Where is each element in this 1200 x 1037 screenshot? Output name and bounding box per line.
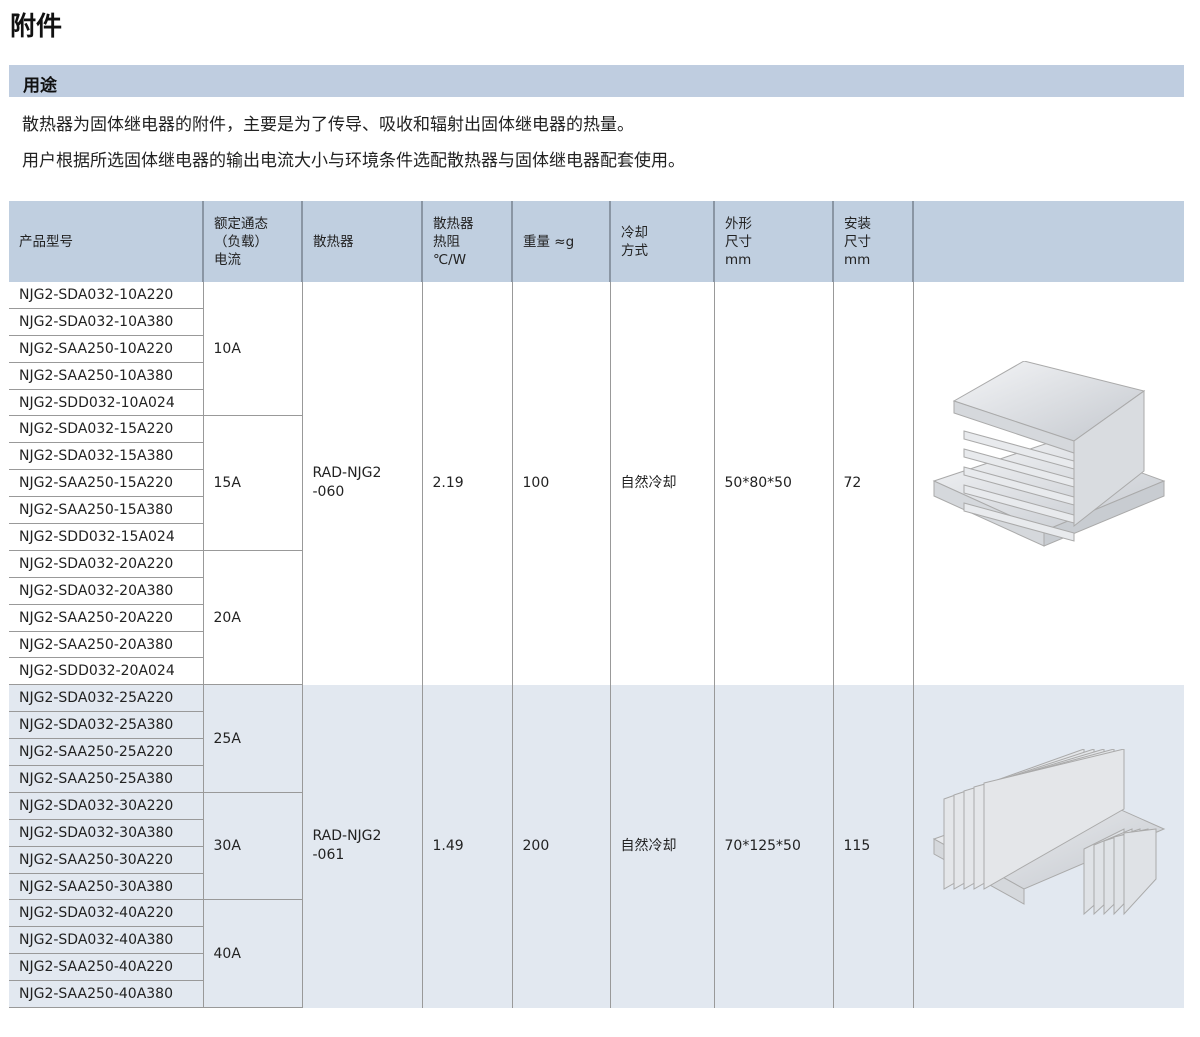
current-cell: 40A bbox=[202, 899, 302, 1009]
table-row: NJG2-SDD032-10A024 bbox=[9, 389, 1184, 417]
table-row: NJG2-SAA250-30A220 bbox=[9, 846, 1184, 874]
model-cell: NJG2-SAA250-30A380 bbox=[9, 873, 203, 901]
table-row: NJG2-SDA032-40A380 bbox=[9, 926, 1184, 955]
table-row: NJG2-SDA032-10A380 bbox=[9, 308, 1184, 336]
table-row: NJG2-SAA250-15A380 bbox=[9, 496, 1184, 525]
table-row: NJG2-SDA032-30A380 bbox=[9, 819, 1184, 847]
table-row: NJG2-SAA250-10A380 bbox=[9, 362, 1184, 390]
column-header: 散热器 热阻 ℃/W bbox=[421, 201, 512, 282]
column-header: 冷却 方式 bbox=[609, 201, 714, 282]
heatsink-large-image bbox=[932, 748, 1165, 916]
model-cell: NJG2-SDA032-10A220 bbox=[9, 282, 203, 309]
table-row: NJG2-SDA032-25A380 bbox=[9, 711, 1184, 740]
resistance-cell: 2.19 bbox=[421, 282, 512, 685]
model-cell: NJG2-SDA032-10A380 bbox=[9, 308, 203, 336]
column-header: 散热器 bbox=[301, 201, 422, 282]
model-cell: NJG2-SAA250-10A220 bbox=[9, 335, 203, 363]
model-cell: NJG2-SAA250-20A380 bbox=[9, 631, 203, 659]
model-cell: NJG2-SDA032-30A380 bbox=[9, 819, 203, 847]
model-cell: NJG2-SAA250-20A220 bbox=[9, 604, 203, 632]
product-image-cell bbox=[912, 684, 1184, 1008]
column-header: 外形 尺寸 mm bbox=[713, 201, 833, 282]
model-cell: NJG2-SDA032-40A380 bbox=[9, 926, 203, 955]
column-header: 安装 尺寸 mm bbox=[832, 201, 913, 282]
model-cell: NJG2-SDA032-25A220 bbox=[9, 684, 203, 713]
section-title: 用途 bbox=[23, 76, 57, 96]
size-cell: 50*80*50 bbox=[713, 282, 833, 685]
column-header: 产品型号 bbox=[9, 201, 203, 282]
model-cell: NJG2-SDD032-10A024 bbox=[9, 389, 203, 417]
current-cell: 20A bbox=[202, 550, 302, 686]
section-header: 用途 bbox=[9, 65, 1184, 97]
weight-cell: 100 bbox=[511, 282, 610, 685]
model-cell: NJG2-SDA032-40A220 bbox=[9, 899, 203, 928]
model-cell: NJG2-SDD032-20A024 bbox=[9, 657, 203, 686]
table-row: NJG2-SDD032-15A024 bbox=[9, 523, 1184, 551]
mount-cell: 115 bbox=[832, 684, 913, 1008]
model-cell: NJG2-SDD032-15A024 bbox=[9, 523, 203, 551]
model-cell: NJG2-SDA032-30A220 bbox=[9, 792, 203, 820]
page-title: 附件 bbox=[10, 12, 63, 42]
table-row: NJG2-SDA032-15A380 bbox=[9, 442, 1184, 471]
model-cell: NJG2-SAA250-15A220 bbox=[9, 469, 203, 498]
model-cell: NJG2-SAA250-25A380 bbox=[9, 765, 203, 793]
model-cell: NJG2-SAA250-40A380 bbox=[9, 980, 203, 1009]
table-row: NJG2-SAA250-25A380 bbox=[9, 765, 1184, 793]
radiator-cell: RAD-NJG2 -060 bbox=[301, 282, 422, 685]
table-row: NJG2-SDD032-20A024 bbox=[9, 657, 1184, 686]
radiator-cell: RAD-NJG2 -061 bbox=[301, 684, 422, 1008]
column-header-image bbox=[912, 201, 1184, 282]
model-cell: NJG2-SAA250-15A380 bbox=[9, 496, 203, 525]
table-row: NJG2-SAA250-40A220 bbox=[9, 953, 1184, 982]
table-row: NJG2-SDA032-20A380 bbox=[9, 577, 1184, 605]
cooling-cell: 自然冷却 bbox=[609, 282, 714, 685]
table-row: NJG2-SAA250-30A380 bbox=[9, 873, 1184, 901]
table-row: NJG2-SAA250-20A380 bbox=[9, 631, 1184, 659]
description-line: 用户根据所选固体继电器的输出电流大小与环境条件选配散热器与固体继电器配套使用。 bbox=[22, 151, 685, 171]
model-cell: NJG2-SDA032-20A220 bbox=[9, 550, 203, 578]
table-row: NJG2-SAA250-40A380 bbox=[9, 980, 1184, 1009]
current-cell: 30A bbox=[202, 792, 302, 901]
resistance-cell: 1.49 bbox=[421, 684, 512, 1008]
column-header: 额定通态 （负载） 电流 bbox=[202, 201, 302, 282]
description-line: 散热器为固体继电器的附件，主要是为了传导、吸收和辐射出固体继电器的热量。 bbox=[22, 115, 634, 135]
mount-cell: 72 bbox=[832, 282, 913, 685]
table-row: NJG2-SAA250-20A220 bbox=[9, 604, 1184, 632]
heatsink-small-image bbox=[932, 360, 1166, 548]
table-row: NJG2-SAA250-10A220 bbox=[9, 335, 1184, 363]
model-cell: NJG2-SAA250-30A220 bbox=[9, 846, 203, 874]
table-row: NJG2-SAA250-15A220 bbox=[9, 469, 1184, 498]
column-header: 重量 ≈g bbox=[511, 201, 610, 282]
model-cell: NJG2-SAA250-40A220 bbox=[9, 953, 203, 982]
product-image-cell bbox=[912, 282, 1184, 685]
current-cell: 25A bbox=[202, 684, 302, 793]
model-cell: NJG2-SDA032-15A380 bbox=[9, 442, 203, 471]
model-cell: NJG2-SAA250-10A380 bbox=[9, 362, 203, 390]
size-cell: 70*125*50 bbox=[713, 684, 833, 1008]
current-cell: 10A bbox=[202, 282, 302, 417]
model-cell: NJG2-SDA032-15A220 bbox=[9, 415, 203, 444]
model-cell: NJG2-SAA250-25A220 bbox=[9, 738, 203, 767]
weight-cell: 200 bbox=[511, 684, 610, 1008]
cooling-cell: 自然冷却 bbox=[609, 684, 714, 1008]
model-cell: NJG2-SDA032-20A380 bbox=[9, 577, 203, 605]
current-cell: 15A bbox=[202, 415, 302, 551]
table-row: NJG2-SAA250-25A220 bbox=[9, 738, 1184, 767]
model-cell: NJG2-SDA032-25A380 bbox=[9, 711, 203, 740]
